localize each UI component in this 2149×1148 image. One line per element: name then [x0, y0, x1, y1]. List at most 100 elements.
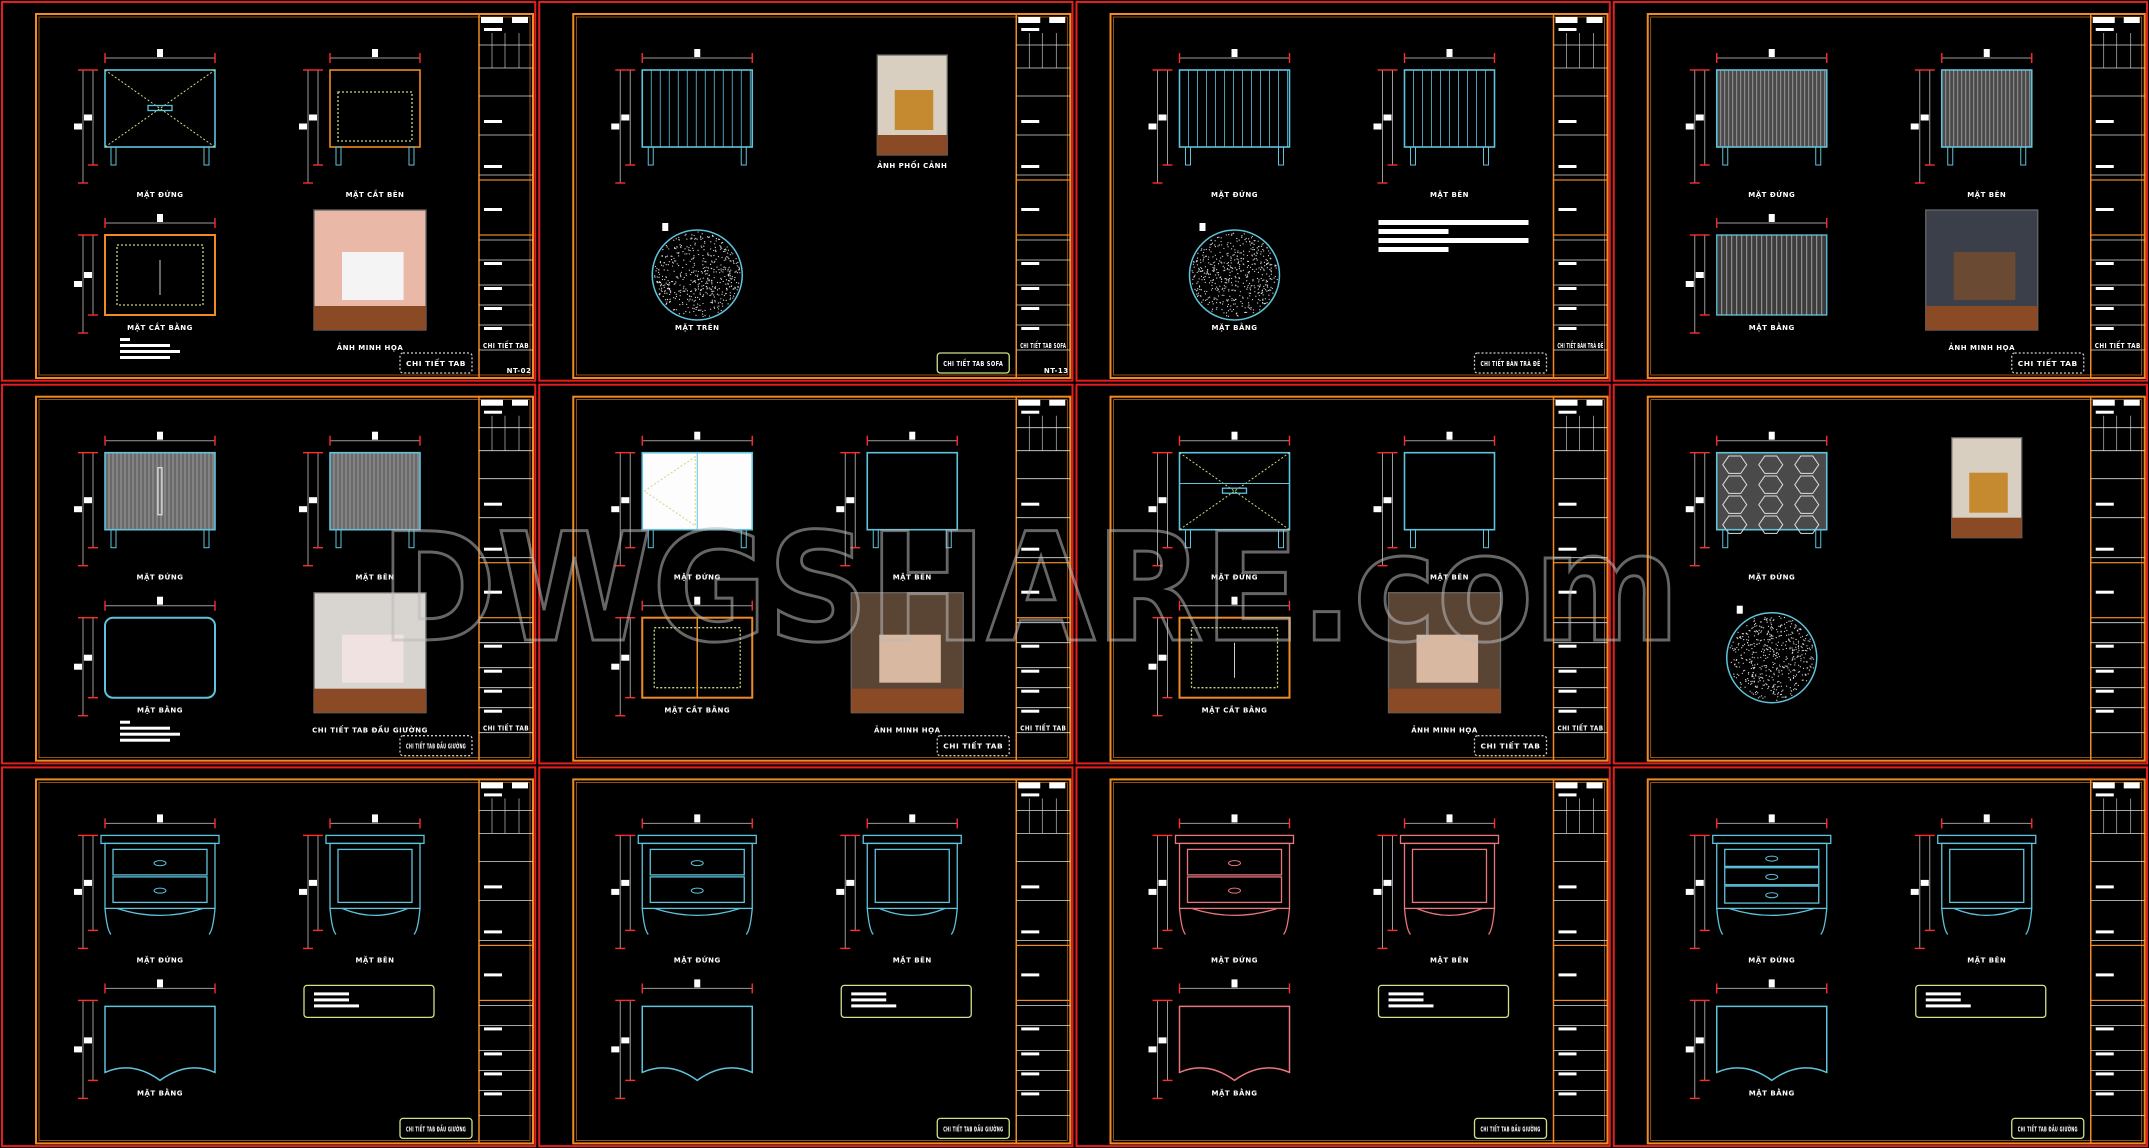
texture-dot — [1796, 674, 1797, 675]
texture-dot — [1221, 279, 1222, 280]
title-block-text — [1021, 165, 1039, 168]
texture-dot — [712, 293, 713, 294]
dimension-value — [372, 49, 378, 57]
texture-dot — [703, 288, 704, 289]
texture-dot — [1227, 306, 1228, 307]
texture-dot — [706, 273, 707, 274]
texture-dot — [1776, 652, 1777, 653]
texture-dot — [1786, 656, 1787, 657]
texture-dot — [686, 238, 687, 239]
note-text-line — [1926, 998, 1961, 1001]
texture-dot — [1251, 237, 1252, 238]
texture-dot — [1219, 291, 1220, 292]
texture-dot — [721, 257, 722, 258]
texture-dot — [1744, 644, 1745, 645]
texture-dot — [1249, 293, 1250, 294]
texture-dot — [1770, 651, 1771, 652]
texture-dot — [720, 268, 721, 269]
texture-dot — [670, 299, 671, 300]
texture-dot — [718, 312, 719, 313]
texture-dot — [1763, 652, 1764, 653]
title-block-text — [1021, 287, 1039, 290]
texture-dot — [718, 305, 719, 306]
texture-dot — [1757, 631, 1758, 632]
texture-dot — [1226, 299, 1227, 300]
texture-dot — [1767, 645, 1768, 646]
texture-dot — [686, 264, 687, 265]
texture-dot — [1197, 272, 1198, 273]
title-block-text — [484, 208, 502, 211]
texture-dot — [1268, 262, 1269, 263]
texture-dot — [1248, 305, 1249, 306]
texture-dot — [731, 278, 732, 279]
texture-dot — [659, 274, 660, 275]
dimension-value — [694, 49, 700, 57]
texture-dot — [1735, 666, 1736, 667]
texture-dot — [1275, 265, 1276, 266]
texture-dot — [1780, 625, 1781, 626]
texture-dot — [724, 251, 725, 252]
texture-dot — [718, 256, 719, 257]
texture-dot — [1253, 309, 1254, 310]
texture-dot — [1758, 632, 1759, 633]
texture-dot — [1779, 616, 1780, 617]
texture-dot — [1268, 294, 1269, 295]
texture-dot — [706, 286, 707, 287]
texture-dot — [1797, 651, 1798, 652]
texture-dot — [1774, 674, 1775, 675]
texture-dot — [1209, 302, 1210, 303]
texture-dot — [673, 262, 674, 263]
texture-dot — [1254, 258, 1255, 259]
leader-tag — [1737, 606, 1743, 614]
texture-dot — [1264, 262, 1265, 263]
stamp-label: CHI TIẾT TAB — [406, 358, 466, 368]
texture-dot — [680, 290, 681, 291]
title-block-text — [484, 307, 502, 310]
texture-dot — [668, 248, 669, 249]
texture-dot — [1796, 644, 1797, 645]
texture-dot — [1790, 693, 1791, 694]
texture-dot — [1811, 664, 1812, 665]
texture-dot — [1265, 298, 1266, 299]
texture-dot — [1776, 668, 1777, 669]
texture-dot — [1229, 278, 1230, 279]
texture-dot — [1802, 674, 1803, 675]
texture-dot — [663, 285, 664, 286]
texture-dot — [1208, 259, 1209, 260]
texture-dot — [701, 289, 702, 290]
material-note-line — [120, 721, 130, 724]
texture-dot — [703, 249, 704, 250]
title-block-text — [1559, 710, 1577, 713]
texture-dot — [678, 255, 679, 256]
texture-dot — [1211, 264, 1212, 265]
texture-dot — [1250, 248, 1251, 249]
texture-dot — [1246, 280, 1247, 281]
texture-dot — [1802, 636, 1803, 637]
texture-dot — [1213, 262, 1214, 263]
texture-dot — [700, 239, 701, 240]
texture-dot — [1795, 649, 1796, 650]
stamp-label: CHI TIẾT TAB — [1481, 741, 1541, 751]
texture-dot — [1208, 297, 1209, 298]
texture-dot — [1786, 622, 1787, 623]
texture-dot — [723, 267, 724, 268]
texture-dot — [1731, 645, 1732, 646]
texture-dot — [1803, 657, 1804, 658]
title-block-text — [1587, 400, 1603, 406]
texture-dot — [696, 309, 697, 310]
texture-dot — [689, 299, 690, 300]
texture-dot — [711, 268, 712, 269]
furniture-in-photo — [895, 90, 934, 130]
texture-dot — [1197, 258, 1198, 259]
texture-dot — [676, 309, 677, 310]
texture-dot — [1228, 281, 1229, 282]
texture-dot — [1811, 645, 1812, 646]
texture-dot — [1772, 662, 1773, 663]
furniture-in-photo — [342, 252, 404, 300]
texture-dot — [666, 283, 667, 284]
texture-dot — [710, 309, 711, 310]
view-label: MẶT ĐỨNG — [1748, 190, 1795, 199]
texture-dot — [1759, 696, 1760, 697]
texture-dot — [1776, 648, 1777, 649]
dimension-value — [1447, 814, 1453, 822]
